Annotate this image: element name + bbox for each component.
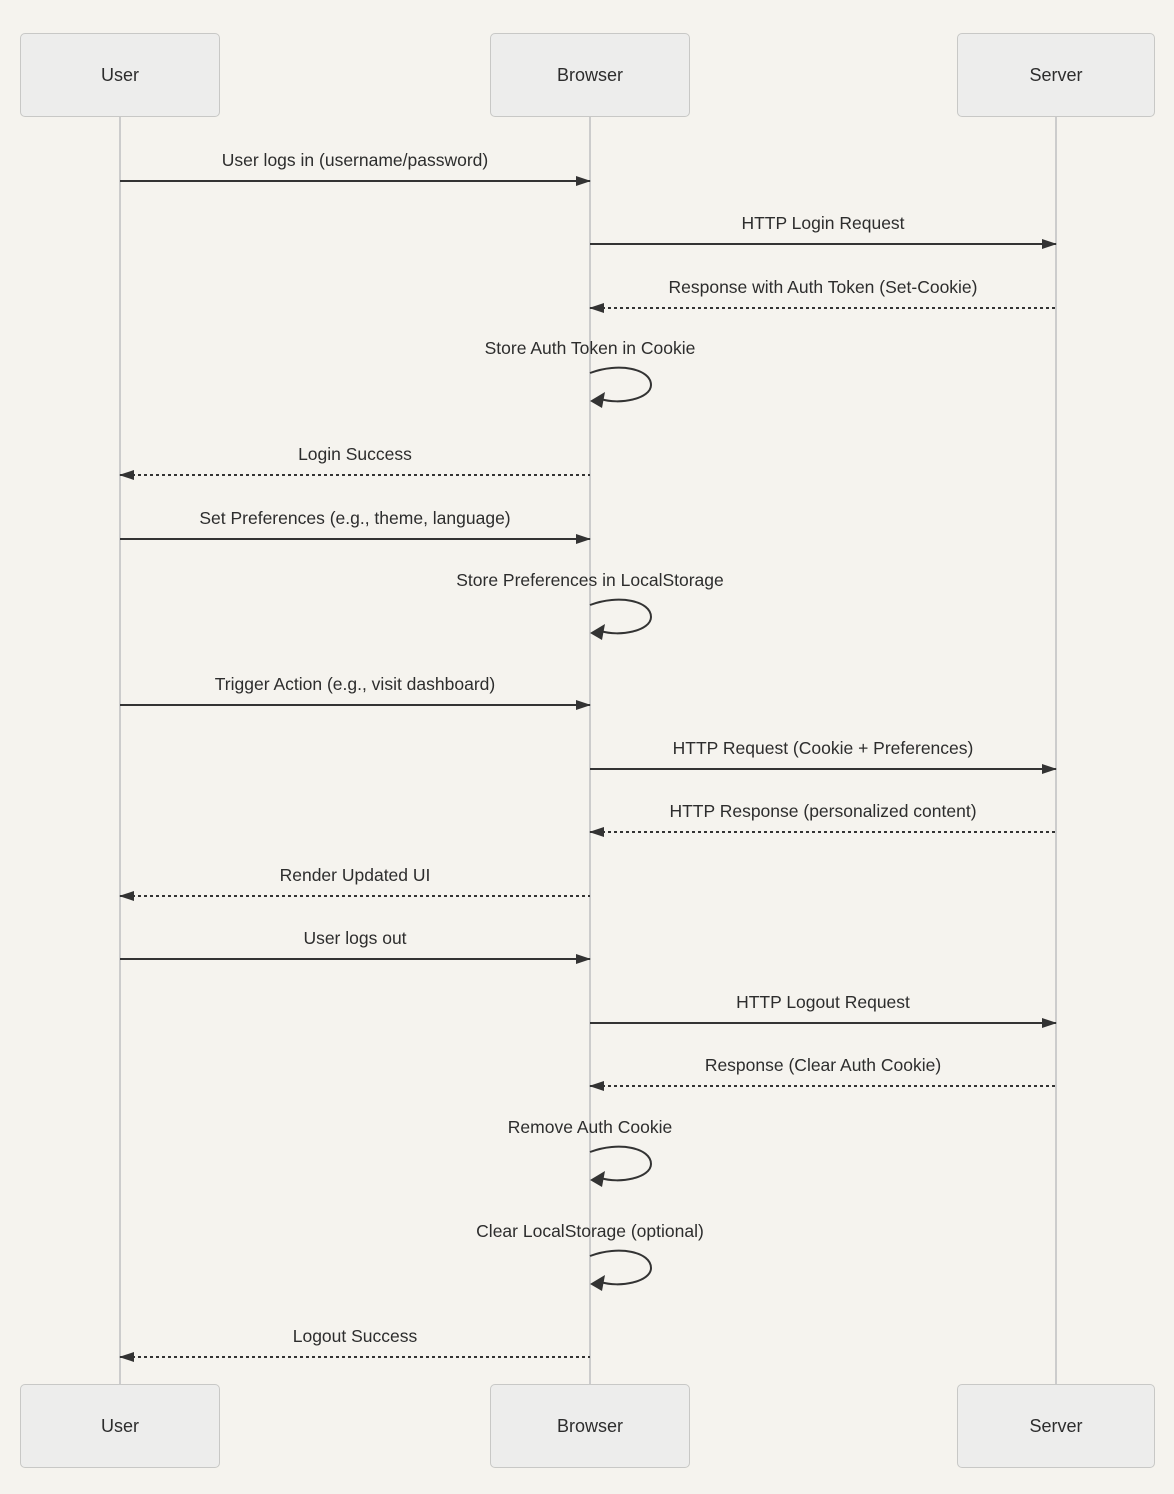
actor-label: Server [1029,1415,1083,1436]
message-label: Logout Success [292,1326,418,1346]
arrowhead-right-icon [1042,764,1057,774]
message-label: HTTP Logout Request [736,992,910,1012]
arrow-line [120,954,591,964]
arrow-line-dashed [119,891,590,901]
lifeline-server [1055,117,1057,1385]
arrow-line [120,534,591,544]
actor-label: User [100,64,139,85]
arrow-line-dashed [119,470,590,480]
lifeline-user [119,117,121,1385]
actor-label: User [100,1415,139,1436]
arrowhead-left-icon [589,1081,604,1091]
arrowhead-right-icon [1042,239,1057,249]
arrow-line [590,239,1057,249]
arrow-line-dashed [119,1352,590,1362]
actor-box-server-bottom: Server [957,1384,1155,1468]
arrow-line [120,700,591,710]
actor-box-user-bottom: User [20,1384,220,1468]
arrowhead-left-icon [589,827,604,837]
lifeline-browser [589,117,591,1385]
arrowhead-right-icon [1042,1018,1057,1028]
self-loop-arrow [589,598,653,640]
message-label: HTTP Request (Cookie + Preferences) [672,738,974,758]
arrowhead-left-icon [589,303,604,313]
self-message-store-auth-token: Store Auth Token in Cookie [484,338,696,358]
arrowhead-left-icon [119,1352,134,1362]
self-loop-arrow [589,1145,653,1187]
arrow-line-dashed [589,1081,1056,1091]
arrow-line [590,1018,1057,1028]
message-label: Response with Auth Token (Set-Cookie) [668,277,978,297]
self-loop-arrow [589,366,653,408]
actor-box-server-top: Server [957,33,1155,117]
arrowhead-left-icon [119,470,134,480]
message-label: HTTP Login Request [741,213,905,233]
arrow-line-dashed [589,303,1056,313]
arrowhead-right-icon [576,954,591,964]
actor-box-browser-bottom: Browser [490,1384,690,1468]
message-label: Login Success [298,444,412,464]
actor-box-user-top: User [20,33,220,117]
arrowhead-right-icon [576,176,591,186]
self-message-remove-auth-cookie: Remove Auth Cookie [507,1117,673,1137]
message-label: User logs in (username/password) [221,150,489,170]
arrow-line-dashed [589,827,1056,837]
message-label: HTTP Response (personalized content) [669,801,977,821]
message-label: Set Preferences (e.g., theme, language) [199,508,511,528]
message-label: User logs out [303,928,407,948]
arrow-line [590,764,1057,774]
arrowhead-right-icon [576,700,591,710]
arrow-line [120,176,591,186]
actor-label: Browser [556,64,623,85]
self-message-clear-localstorage: Clear LocalStorage (optional) [476,1221,704,1241]
message-label: Trigger Action (e.g., visit dashboard) [214,674,496,694]
actor-box-browser-top: Browser [490,33,690,117]
message-label: Response (Clear Auth Cookie) [704,1055,942,1075]
message-label: Render Updated UI [279,865,431,885]
self-loop-arrow [589,1249,653,1291]
self-message-store-preferences: Store Preferences in LocalStorage [456,570,724,590]
actor-label: Browser [556,1415,623,1436]
arrowhead-left-icon [119,891,134,901]
actor-label: Server [1029,64,1083,85]
arrowhead-right-icon [576,534,591,544]
